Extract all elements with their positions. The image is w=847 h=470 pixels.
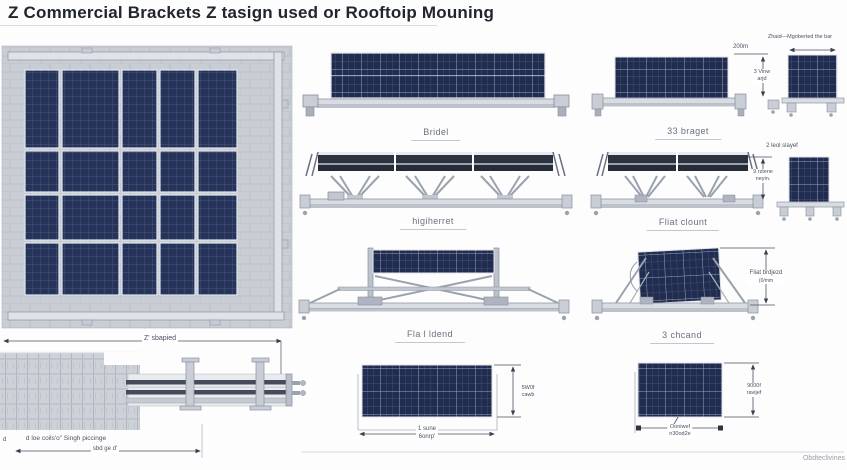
dim-top-right-note: Zhaid—Mgoberted the bar	[767, 34, 833, 40]
dim-section-base: sbd ge d'	[90, 446, 120, 454]
flush-mount-front-illustration	[591, 56, 747, 117]
section-left-mark: d	[3, 437, 7, 443]
label-tilted-panel: 3 chcand	[650, 330, 714, 344]
solar-panel	[787, 54, 838, 99]
dimensioned-panel-right-illustration	[634, 362, 759, 433]
solar-panel	[637, 247, 722, 305]
a-frame-supports	[624, 175, 728, 198]
solar-panel	[788, 156, 830, 203]
label-tilt-rails-front: Fliat clount	[646, 217, 720, 231]
side-rail	[273, 51, 283, 317]
dim-top-right-width: 200m	[733, 44, 749, 50]
rooftop-array-illustration	[1, 45, 293, 329]
tilted-panel-illustration	[591, 247, 775, 321]
base-rail	[305, 302, 563, 309]
label-elevated-frame: Fla l ldend	[395, 329, 465, 343]
page-title: Z Commercial Brackets Z tasign used or R…	[8, 3, 495, 22]
solar-panel	[372, 249, 495, 274]
mount-rail	[595, 97, 743, 105]
dim-section-width: Z' sbapied	[141, 335, 179, 344]
solar-panel	[614, 56, 729, 99]
base-rail	[305, 198, 567, 206]
mini-panel-mid-illustration	[748, 156, 845, 221]
a-frame-supports	[330, 175, 530, 198]
label-flush-front: 33 braget	[655, 126, 721, 140]
elevated-frame-illustration	[298, 247, 570, 321]
label-tilt-rails-side: higiherret	[400, 216, 466, 230]
bracket-posts	[179, 357, 272, 411]
rail-bar	[126, 380, 292, 385]
mini-panel-top-illustration	[734, 47, 845, 117]
rail-bar	[126, 390, 292, 395]
base-rail	[597, 302, 751, 310]
roof-section-illustration	[0, 338, 306, 458]
top-rail	[7, 51, 285, 61]
label-flush-side: Bridel	[411, 127, 461, 141]
bottom-rail	[7, 311, 285, 321]
solar-panel	[637, 362, 723, 418]
dim-mid-right-title: 2 leol slayef	[766, 143, 798, 149]
title-divider	[0, 25, 437, 26]
tilt-rails-side-illustration	[299, 151, 573, 216]
dimensioned-panel-mid-illustration	[357, 364, 521, 437]
footer-note: Obdteclivines	[802, 455, 845, 462]
wire	[629, 261, 638, 292]
dim-tilted-panel-height: Fliat brdjezd(0/mm	[747, 270, 785, 284]
section-caption: d loe coils'o" Singh piccinge	[25, 435, 107, 442]
mount-rail	[316, 98, 556, 106]
solar-panel	[361, 364, 493, 418]
flush-mount-side-illustration	[302, 52, 570, 117]
tilt-rails-front-illustration	[590, 151, 764, 216]
solar-panel-grid	[24, 69, 238, 296]
